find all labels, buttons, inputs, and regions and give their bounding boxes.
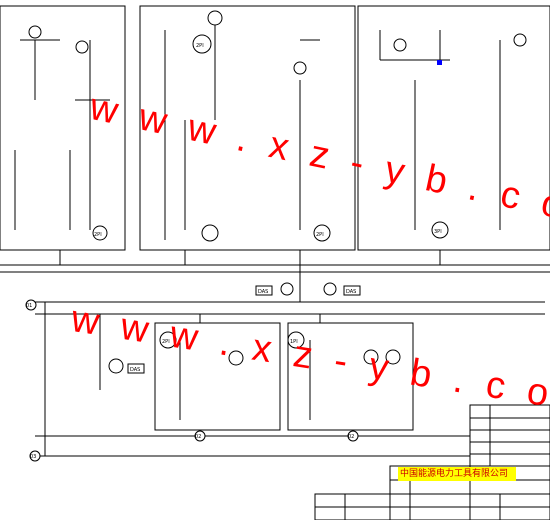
tag-label: 2PI [316,232,324,238]
instrument-icon [431,221,449,239]
instrument-icon [92,225,108,241]
instrument-icon [513,33,527,47]
instrument-icon [192,34,212,54]
instrument-icon [228,350,244,366]
instrument-icon [347,430,359,442]
instrument-icon [280,282,294,296]
instrument-icon [385,349,401,365]
instrument-icon [323,282,337,296]
panel-lower-left [154,322,281,431]
das-label: DAS [346,289,356,295]
instrument-icon [393,38,407,52]
instrument-icon [287,331,305,349]
instrument-icon [207,10,223,26]
instrument-icon [29,450,41,462]
das-box [127,363,145,374]
instrument-icon [25,299,37,311]
panel-middle [139,5,356,251]
instrument-icon [75,40,89,54]
node-label: 02 [348,434,354,440]
accent-marker [437,60,442,65]
node-label: 01 [26,303,32,309]
tag-label: 2PI [196,43,204,49]
das-box [343,285,361,296]
instrument-icon [313,224,331,242]
node-label: 03 [30,454,36,460]
company-name: 中国能源电力工具有限公司 [398,467,516,481]
instrument-icon [293,61,307,75]
instrument-icon [363,349,379,365]
panel-right [357,5,550,251]
das-label: DAS [130,367,140,373]
tag-label: 2PI [94,232,102,238]
instrument-icon [201,224,219,242]
instrument-icon [159,331,177,349]
das-box [255,285,273,296]
panel-lower-right [287,322,414,431]
node-label: 02 [195,434,201,440]
tag-label: 1PI [290,339,298,345]
instrument-icon [194,430,206,442]
tag-label: 2PI [162,339,170,345]
instrument-icon [108,358,124,374]
das-label: DAS [258,289,268,295]
panel-left [0,5,126,251]
tag-label: 3PI [434,229,442,235]
instrument-icon [28,25,42,39]
